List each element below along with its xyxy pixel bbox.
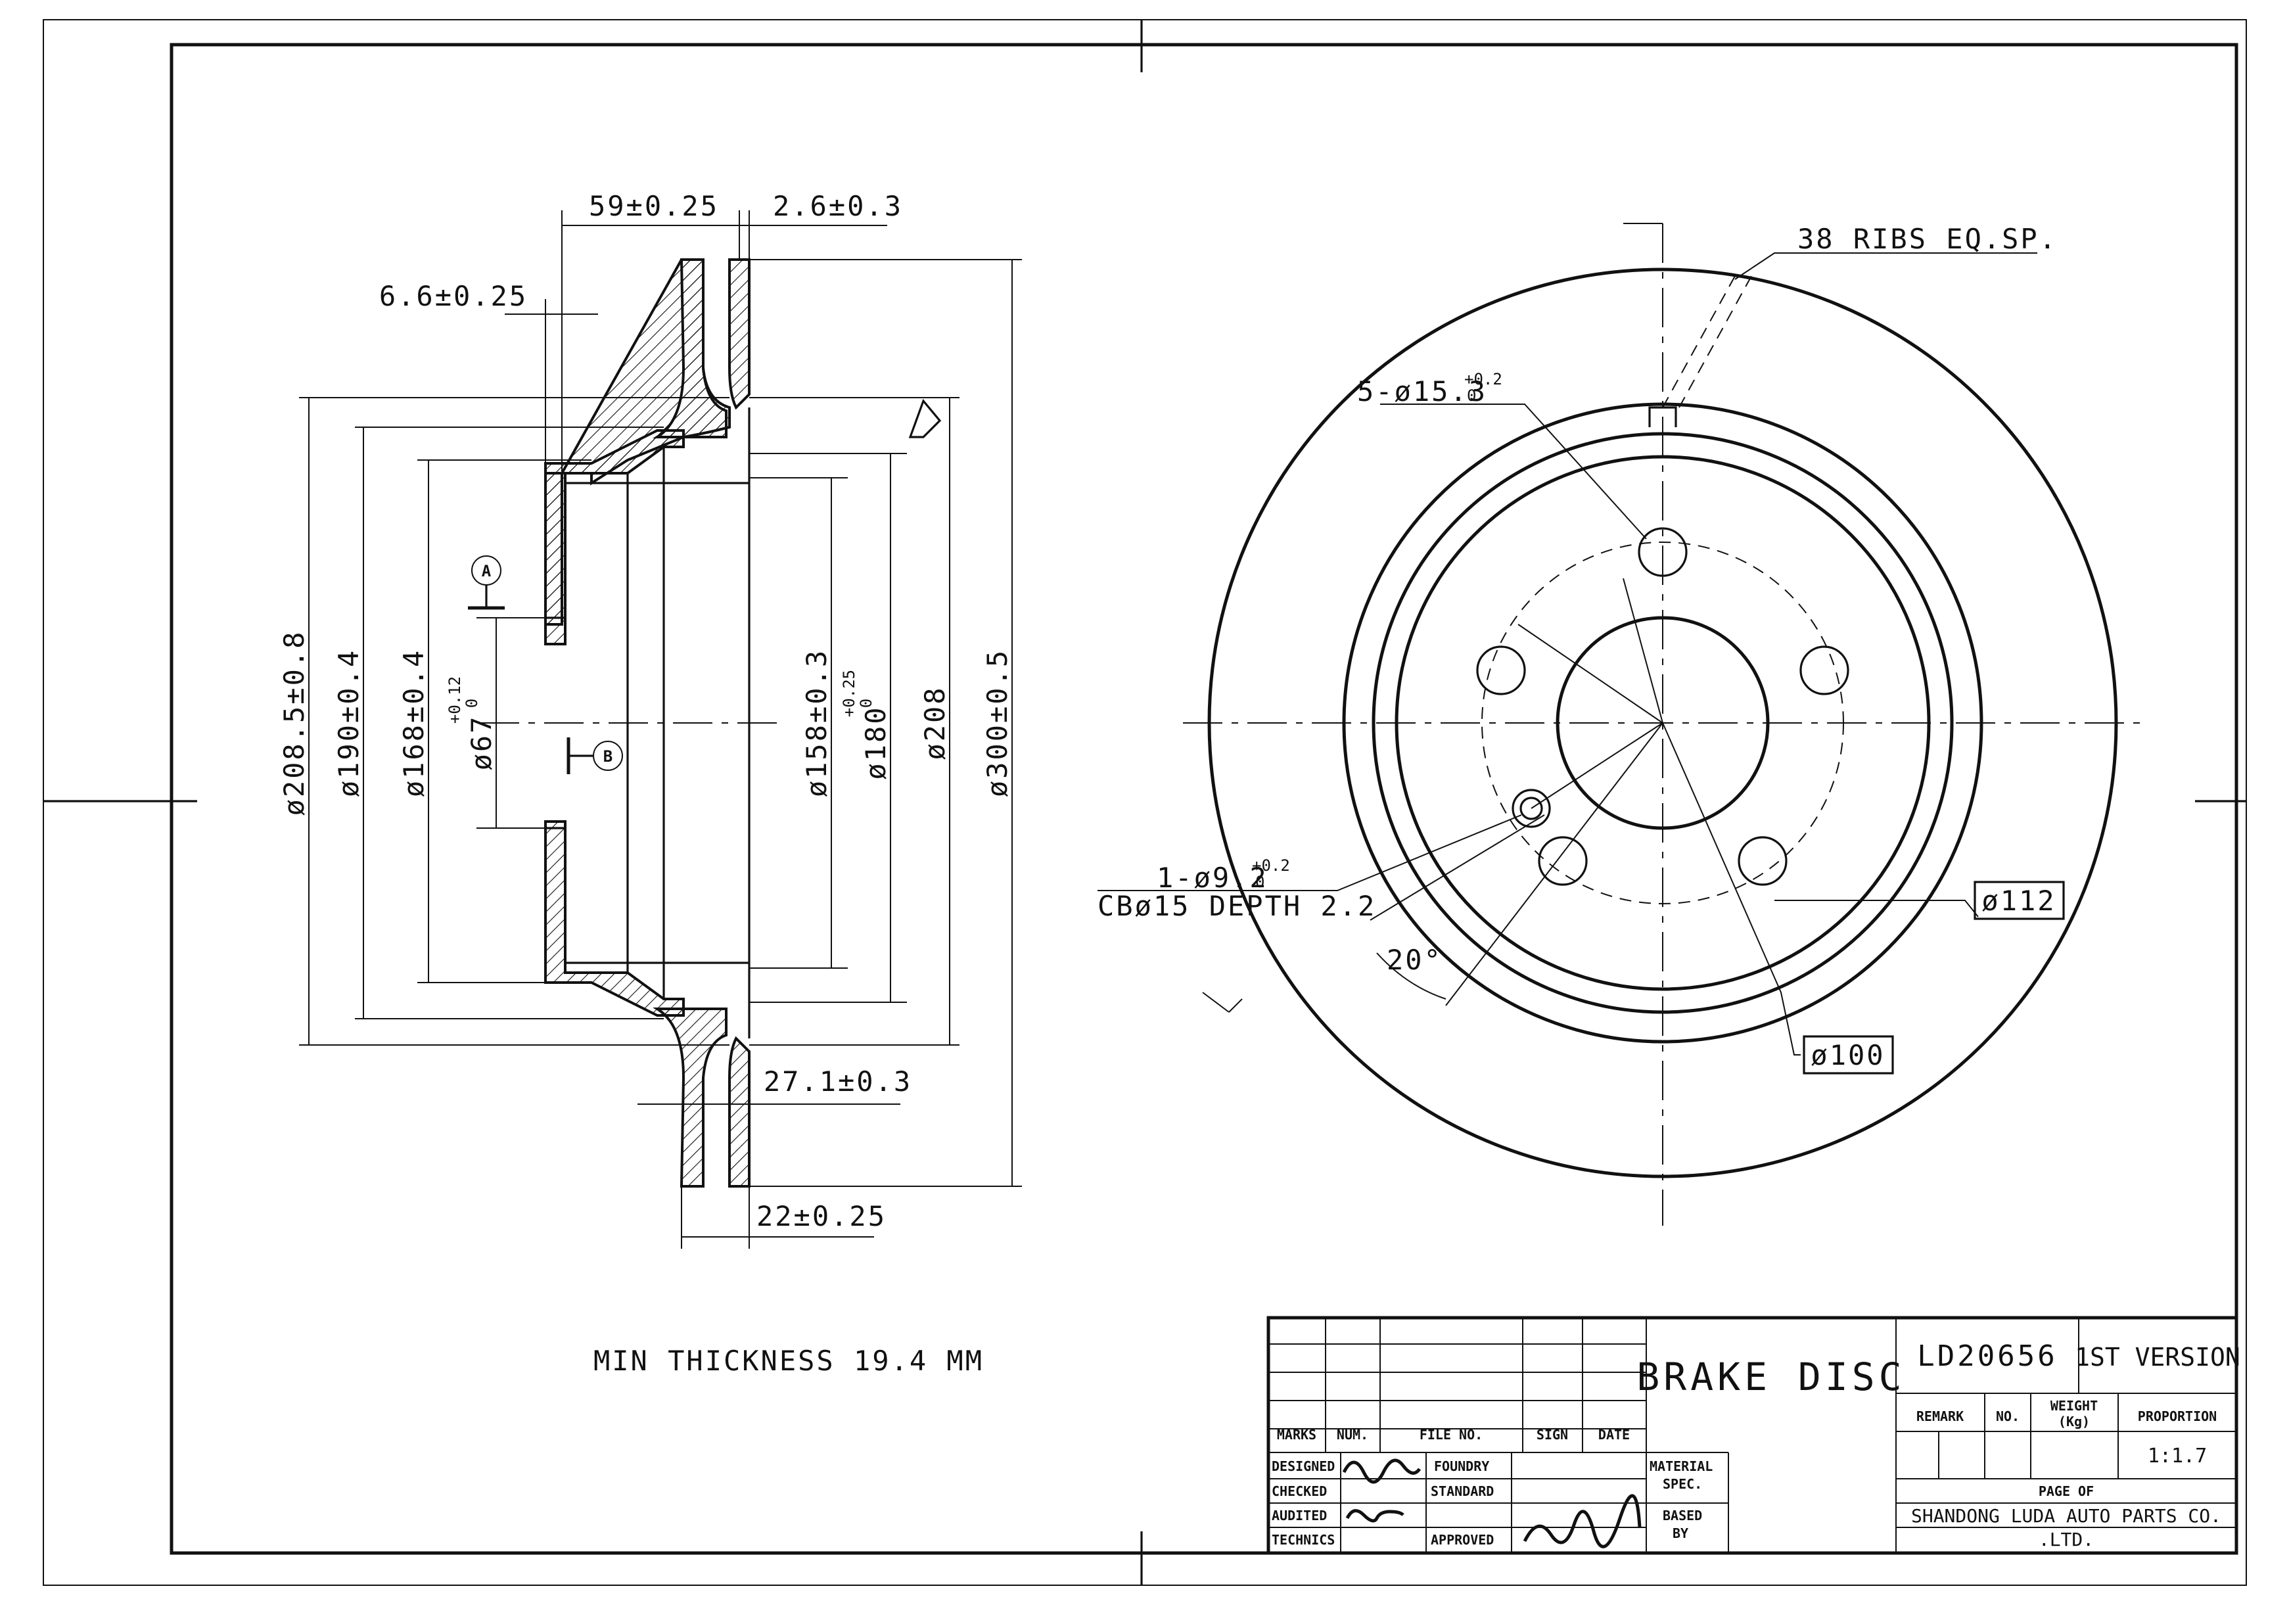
hole2-tol0: 0	[1255, 873, 1264, 891]
svg-text:A: A	[482, 562, 492, 580]
locating-hole-inner	[1519, 797, 1543, 820]
face-view: 38 RIBS EQ.SP. 5-ø15.3 +0.2 0 1-ø9.2 +0.…	[1098, 223, 2146, 1226]
dim-27-1: 27.1±0.3	[764, 1065, 912, 1098]
locating-hole	[1512, 789, 1551, 828]
tb-proportion-value: 1:1.7	[2148, 1445, 2207, 1468]
surface-finish-symbol	[908, 398, 942, 438]
tb-date: DATE	[1598, 1427, 1630, 1443]
tb-proportion-label: PROPORTION	[2138, 1408, 2217, 1424]
tb-kg: (Kg)	[2058, 1414, 2090, 1429]
hole2-label: 1-ø9.2	[1157, 862, 1268, 894]
tb-sign: SIGN	[1537, 1427, 1568, 1443]
bolt-hole-5	[1476, 645, 1526, 695]
angle-label: 20°	[1387, 944, 1443, 976]
dim-67-tol0: 0	[463, 699, 481, 708]
section-lower-flange	[653, 1008, 728, 1188]
tb-page-of: PAGE OF	[2039, 1483, 2094, 1499]
dim-300: ø300±0.5	[981, 649, 1013, 797]
dim-67-tol: +0.12	[446, 676, 464, 724]
datum-a: A	[468, 555, 505, 610]
dim-158: ø158±0.3	[800, 649, 833, 797]
dim-180-tol0: 0	[857, 699, 875, 708]
pcd-box	[1974, 881, 2065, 920]
bolt-hole-1	[1638, 527, 1688, 577]
version: 1ST VERSION	[2075, 1343, 2240, 1372]
dim-190: ø190±0.4	[333, 649, 365, 797]
tb-foundry: FOUNDRY	[1434, 1458, 1489, 1474]
tb-based: BASED	[1663, 1508, 1702, 1523]
tb-checked: CHECKED	[1272, 1483, 1327, 1499]
dim-180-tol: +0.25	[840, 670, 858, 717]
dim-22: 22±0.25	[756, 1200, 887, 1232]
tb-remark: REMARK	[1916, 1408, 1964, 1424]
min-thickness-note: MIN THICKNESS 19.4 MM	[593, 1345, 984, 1377]
dim-208: ø208	[919, 685, 951, 760]
signature-audited	[1345, 1509, 1404, 1523]
bolt-hole-4	[1538, 836, 1588, 886]
holes-tol: +0.2	[1464, 370, 1502, 388]
section-lower-flange-b	[728, 1036, 751, 1188]
dim-67: ø67	[465, 715, 497, 771]
dim-180: ø180	[860, 705, 892, 779]
section-upper-flange	[653, 258, 728, 438]
tb-file-no: FILE NO.	[1420, 1427, 1483, 1443]
section-view: ø208.5±0.8 ø190±0.4 ø168±0.4 ø67 +0.12 0…	[278, 190, 1022, 1249]
extension-lines	[299, 210, 1022, 1249]
dim-2-6: 2.6±0.3	[773, 190, 903, 222]
signature-designed	[1342, 1458, 1422, 1484]
datum-b: B	[566, 737, 623, 774]
tb-material: MATERIAL	[1650, 1458, 1713, 1474]
face-leaders	[1098, 223, 2037, 1056]
hole2-tol: +0.2	[1252, 856, 1290, 875]
dim-59: 59±0.25	[589, 190, 719, 222]
bolt-hole-2	[1799, 645, 1849, 695]
ribs-label: 38 RIBS EQ.SP.	[1797, 223, 2058, 255]
holes-label: 5-ø15.3	[1357, 375, 1487, 407]
inner-border	[170, 43, 2238, 1555]
rib-section	[1648, 406, 1677, 427]
signature-approved	[1523, 1494, 1642, 1548]
title-block: MARKS NUM. FILE NO. SIGN DATE DESIGNED C…	[1266, 1316, 2240, 1555]
tb-marks: MARKS	[1277, 1427, 1316, 1443]
drawing-title: BRAKE DISC	[1636, 1355, 1905, 1399]
company-line1: SHANDONG LUDA AUTO PARTS CO.	[1911, 1505, 2221, 1527]
vertical-dimension-lines	[308, 225, 1013, 1238]
part-number: LD20656	[1917, 1339, 2057, 1373]
outer-border	[43, 19, 2247, 1586]
counterbore-label: CBø15 DEPTH 2.2	[1098, 890, 1376, 922]
tb-audited: AUDITED	[1272, 1508, 1327, 1523]
dim-168: ø168±0.4	[398, 649, 430, 797]
tb-spec: SPEC.	[1663, 1476, 1702, 1492]
tb-designed: DESIGNED	[1272, 1458, 1335, 1474]
bolt-hole-3	[1738, 836, 1788, 886]
tb-technics: TECHNICS	[1272, 1532, 1335, 1548]
tb-standard: STANDARD	[1431, 1483, 1494, 1499]
rib-indicator	[1662, 275, 1752, 408]
svg-text:B: B	[603, 747, 613, 766]
holes-tol0: 0	[1467, 386, 1476, 405]
tb-approved: APPROVED	[1431, 1532, 1494, 1548]
company-line2: .LTD.	[2039, 1529, 2094, 1550]
tb-by: BY	[1673, 1525, 1688, 1541]
pcd2-label: ø100	[1811, 1039, 1885, 1071]
pcd2-box	[1803, 1035, 1894, 1075]
tb-weight: WEIGHT	[2050, 1398, 2098, 1414]
section-upper-flange-b	[728, 258, 751, 410]
dim-208-5: ø208.5±0.8	[278, 630, 310, 816]
tb-num: NUM.	[1337, 1427, 1368, 1443]
angle-arc	[1376, 952, 1446, 1000]
dim-6-6: 6.6±0.25	[379, 280, 528, 312]
pcd-label: ø112	[1981, 885, 2056, 917]
tb-no: NO.	[1996, 1408, 2020, 1424]
